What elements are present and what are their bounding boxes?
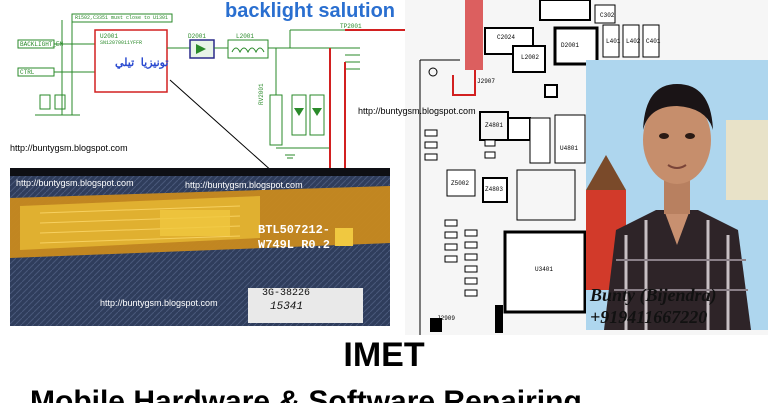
- l2001-label: L2001: [236, 33, 255, 40]
- arabic-watermark: تونيزيا تيلي: [115, 58, 169, 70]
- tp2001-label: TP2001: [340, 23, 362, 30]
- schematic-wiring: [17, 13, 420, 233]
- watermark-url-flex-2: http://buntygsm.blogspot.com: [185, 180, 303, 190]
- pcb-label-c302: C302: [600, 12, 615, 19]
- pcb-label-j2907: J2907: [477, 78, 496, 85]
- pcb-label-z4803: Z4803: [485, 186, 504, 193]
- ic-label: U2001: [100, 33, 119, 40]
- schematic-diagram: BACKLIGHT_EN CTRL R1502,C3351 must close…: [0, 0, 420, 233]
- flex-cable-graphic: [10, 168, 390, 326]
- page-title: backlight salution: [225, 0, 396, 22]
- brand-title: IMET: [343, 336, 425, 374]
- ic-part-number: SN12070011YFFR: [100, 40, 143, 46]
- pcb-label-j2909: J2909: [437, 315, 456, 322]
- author-phone: +919411667220: [590, 307, 708, 327]
- watermark-url-pcb: http://buntygsm.blogspot.com: [358, 106, 476, 116]
- watermark-url-flex-3: http://buntygsm.blogspot.com: [100, 298, 218, 308]
- d2001-label: D2001: [188, 33, 207, 40]
- net-label-2: CTRL: [20, 69, 35, 76]
- rv2001-label: RV2001: [258, 83, 265, 105]
- layout-note: R1502,C3351 must close to U1301: [75, 15, 169, 21]
- flex-part-line1: BTL507212-: [258, 223, 331, 237]
- pcb-label-l2002: L2002: [521, 54, 540, 61]
- author-portrait-graphic: [586, 60, 768, 330]
- watermark-url-left: http://buntygsm.blogspot.com: [10, 143, 128, 153]
- pcb-label-d2001: D2001: [561, 42, 580, 49]
- flex-code-2: 15341: [270, 301, 304, 313]
- flex-cable-photo: BTL507212- W749L R0.2 3G-38226 15341 htt…: [10, 168, 390, 326]
- pcb-label-u3401: U3401: [535, 266, 554, 273]
- pcb-label-z5002: Z5002: [451, 180, 470, 187]
- pcb-label-l402: L402: [626, 38, 641, 45]
- flex-part-line2: W749L R0.2: [258, 238, 331, 252]
- author-name: Bunty (Bijendra): [590, 285, 717, 305]
- net-label-1: BACKLIGHT_EN: [20, 41, 64, 48]
- pcb-label-z4801: Z4801: [485, 122, 504, 129]
- brand-subtitle: Mobile Hardware & Software Repairing: [30, 385, 582, 403]
- author-photo: [586, 60, 768, 330]
- pcb-label-l401: L401: [606, 38, 621, 45]
- pcb-label-c2024: C2024: [497, 34, 516, 41]
- pcb-label-c401: C401: [646, 38, 661, 45]
- flex-code-1: 3G-38226: [262, 288, 311, 299]
- watermark-url-flex-1: http://buntygsm.blogspot.com: [16, 178, 134, 188]
- pcb-label-u4801: U4801: [560, 145, 579, 152]
